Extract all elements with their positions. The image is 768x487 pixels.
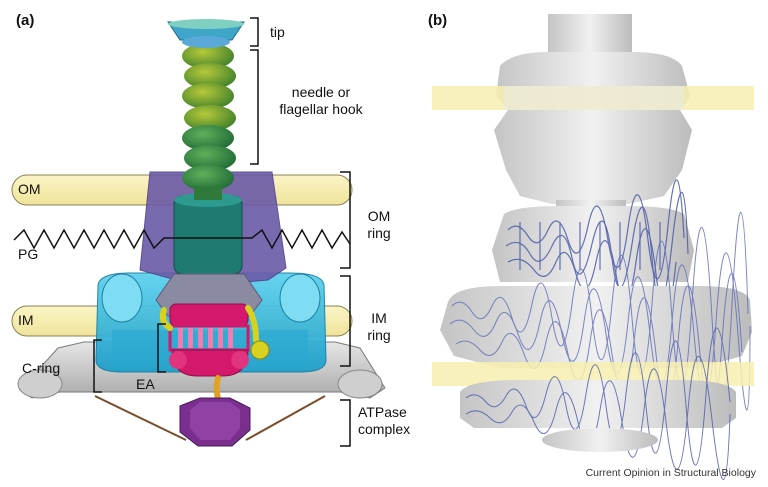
- label-atpase: ATPase complex: [358, 404, 438, 438]
- label-im-ring-line1: IM: [371, 310, 387, 326]
- label-im: IM: [18, 312, 34, 328]
- label-atpase-line2: complex: [358, 421, 411, 437]
- needle-shape: [182, 43, 236, 200]
- label-needle-line2: flagellar hook: [279, 101, 363, 117]
- map-middle-ring: [492, 206, 694, 282]
- label-needle-line1: needle or: [291, 84, 351, 100]
- tip-shape: [167, 19, 245, 48]
- panel-b-label: (b): [428, 12, 448, 29]
- peptidoglycan-zigzag: [13, 228, 351, 250]
- label-im-ring-line2: ring: [367, 327, 391, 343]
- label-om-ring-line1: OM: [367, 208, 391, 224]
- label-om-ring-line2: ring: [367, 225, 391, 241]
- export-apparatus-shape: [168, 303, 250, 377]
- label-om: OM: [18, 181, 41, 197]
- label-pg: PG: [18, 246, 39, 262]
- ribbon-middle: [505, 179, 689, 314]
- label-ea: EA: [136, 376, 155, 392]
- map-neck: [548, 14, 632, 58]
- map-bottom-ring: [542, 428, 658, 452]
- map-upper-bell: [494, 52, 692, 204]
- journal-credit: Current Opinion in Structural Biology: [585, 467, 756, 479]
- map-lower-ring: [460, 380, 736, 428]
- label-c-ring: C-ring: [22, 360, 61, 376]
- label-needle: needle or flagellar hook: [262, 84, 380, 118]
- label-tip: tip: [270, 24, 285, 40]
- yellow-components: [159, 305, 270, 360]
- label-atpase-line1: ATPase: [358, 404, 407, 420]
- map-im-ring: [440, 286, 752, 368]
- atpase-shape: [94, 375, 326, 447]
- label-im-ring: IM ring: [364, 310, 394, 344]
- panel-a-label: (a): [16, 12, 35, 29]
- brackets: [93, 17, 351, 447]
- label-om-ring: OM ring: [362, 208, 396, 242]
